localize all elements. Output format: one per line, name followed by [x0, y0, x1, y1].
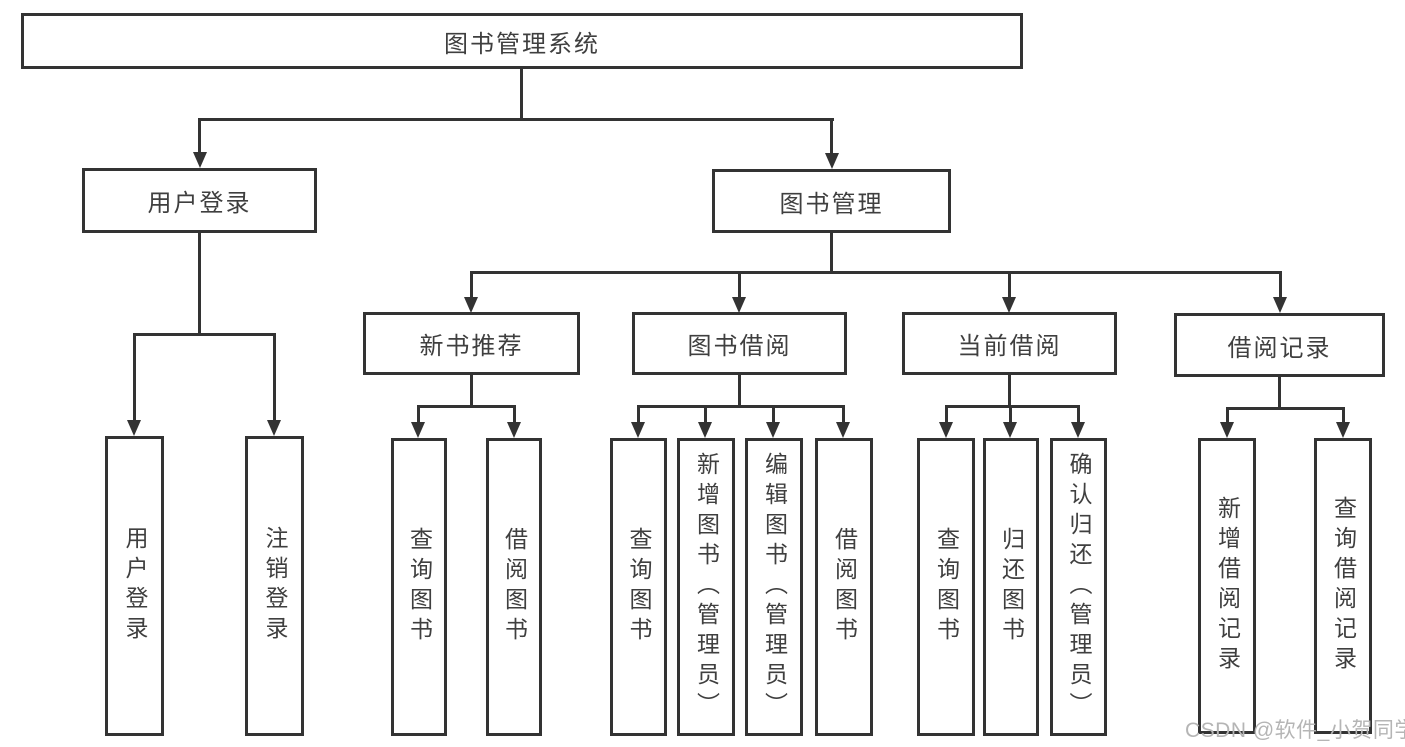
leaf-user-login: 用户登录	[105, 436, 164, 736]
connector-root-stem	[520, 69, 523, 120]
node-book-borrowing: 图书借阅	[632, 312, 847, 375]
connector-nb-crossbar	[417, 405, 516, 408]
leaf-br-new-record: 新增借阅记录	[1198, 438, 1256, 734]
node-borrowing-records: 借阅记录	[1174, 313, 1385, 377]
connector-drop-book-borrowing	[738, 271, 741, 299]
leaf-user-login-label: 用户登录	[122, 526, 148, 646]
leaf-cb-confirm-return-label: 确认归还（管理员）	[1066, 452, 1092, 722]
connector-drop-nb-borrow	[513, 405, 516, 424]
arrow-down-icon	[732, 297, 746, 313]
arrow-down-icon	[1220, 422, 1234, 438]
connector-book-management-crossbar	[470, 271, 1282, 274]
connector-drop-cb-query	[945, 405, 948, 424]
connector-bb-crossbar	[637, 405, 845, 408]
leaf-cb-query-book-label: 查询图书	[933, 527, 960, 647]
arrow-down-icon	[698, 422, 712, 438]
arrow-down-icon	[1003, 422, 1017, 438]
leaf-nb-query-book-label: 查询图书	[406, 527, 433, 647]
connector-drop-cb-confirm	[1077, 405, 1080, 424]
connector-drop-bb-query	[637, 405, 640, 424]
connector-drop-leaf-logout	[273, 333, 276, 421]
node-borrowing-records-label: 借阅记录	[1227, 334, 1332, 362]
connector-drop-nb-query	[417, 405, 420, 424]
leaf-bb-borrow-book-label: 借阅图书	[831, 527, 858, 647]
arrow-down-icon	[127, 420, 141, 436]
arrow-down-icon	[1002, 297, 1016, 313]
arrow-down-icon	[631, 422, 645, 438]
node-current-borrowing-label: 当前借阅	[957, 333, 1062, 360]
connector-br-stem	[1278, 377, 1281, 409]
connector-br-crossbar	[1226, 407, 1345, 410]
node-root: 图书管理系统	[21, 13, 1023, 69]
node-new-book-recommendation: 新书推荐	[363, 312, 580, 375]
csdn-watermark: CSDN @软件_小贺同学	[1185, 719, 1405, 742]
arrow-down-icon	[411, 422, 425, 438]
connector-cb-crossbar	[945, 405, 1080, 408]
leaf-nb-borrow-book: 借阅图书	[486, 438, 542, 736]
arrow-down-icon	[1273, 297, 1287, 313]
node-user-login: 用户登录	[82, 168, 317, 233]
leaf-br-query-record: 查询借阅记录	[1314, 438, 1372, 734]
arrow-down-icon	[1071, 422, 1085, 438]
leaf-logout-label: 注销登录	[262, 526, 288, 646]
leaf-cb-confirm-return: 确认归还（管理员）	[1050, 438, 1107, 736]
connector-drop-user-login	[198, 118, 201, 154]
node-user-login-label: 用户登录	[147, 190, 252, 217]
leaf-bb-borrow-book: 借阅图书	[815, 438, 873, 736]
node-new-book-recommendation-label: 新书推荐	[419, 333, 524, 360]
leaf-bb-edit-book-label: 编辑图书（管理员）	[761, 452, 788, 722]
connector-drop-br-new	[1226, 407, 1229, 424]
connector-book-management-stem	[830, 233, 833, 274]
leaf-bb-add-book-label: 新增图书（管理员）	[693, 452, 720, 722]
connector-drop-current-borrowing	[1008, 271, 1011, 299]
arrow-down-icon	[193, 152, 207, 168]
arrow-down-icon	[836, 422, 850, 438]
leaf-cb-query-book: 查询图书	[917, 438, 975, 736]
connector-drop-leaf-user-login	[133, 333, 136, 421]
connector-nb-stem	[470, 375, 473, 407]
connector-drop-new-book-recommendation	[470, 271, 473, 299]
leaf-bb-query-book: 查询图书	[610, 438, 667, 736]
node-current-borrowing: 当前借阅	[902, 312, 1117, 375]
leaf-bb-edit-book: 编辑图书（管理员）	[745, 438, 803, 736]
node-book-borrowing-label: 图书借阅	[687, 333, 792, 360]
connector-bb-stem	[738, 375, 741, 407]
leaf-nb-borrow-book-label: 借阅图书	[501, 527, 528, 647]
arrow-down-icon	[1336, 422, 1350, 438]
leaf-br-query-record-label: 查询借阅记录	[1330, 496, 1357, 676]
connector-cb-stem	[1008, 375, 1011, 407]
node-book-management-label: 图书管理	[779, 190, 884, 218]
node-root-label: 图书管理系统	[444, 30, 600, 58]
leaf-cb-return-book: 归还图书	[983, 438, 1039, 736]
arrow-down-icon	[464, 297, 478, 313]
connector-drop-bb-edit	[772, 405, 775, 424]
leaf-bb-query-book-label: 查询图书	[626, 527, 652, 647]
connector-drop-book-management	[830, 118, 833, 155]
connector-root-crossbar	[198, 118, 834, 121]
arrow-down-icon	[267, 420, 281, 436]
connector-drop-bb-borrow	[842, 405, 845, 424]
leaf-logout: 注销登录	[245, 436, 304, 736]
connector-drop-borrowing-records	[1279, 271, 1282, 299]
arrow-down-icon	[825, 153, 839, 169]
connector-user-login-stem	[198, 233, 201, 335]
arrow-down-icon	[507, 422, 521, 438]
connector-drop-br-query	[1342, 407, 1345, 424]
connector-drop-cb-return	[1009, 405, 1012, 424]
node-book-management: 图书管理	[712, 169, 951, 233]
leaf-cb-return-book-label: 归还图书	[998, 527, 1025, 647]
arrow-down-icon	[939, 422, 953, 438]
connector-drop-bb-add	[704, 405, 707, 424]
leaf-bb-add-book: 新增图书（管理员）	[677, 438, 735, 736]
leaf-nb-query-book: 查询图书	[391, 438, 447, 736]
arrow-down-icon	[766, 422, 780, 438]
leaf-br-new-record-label: 新增借阅记录	[1214, 496, 1241, 676]
connector-user-login-crossbar	[133, 333, 276, 336]
